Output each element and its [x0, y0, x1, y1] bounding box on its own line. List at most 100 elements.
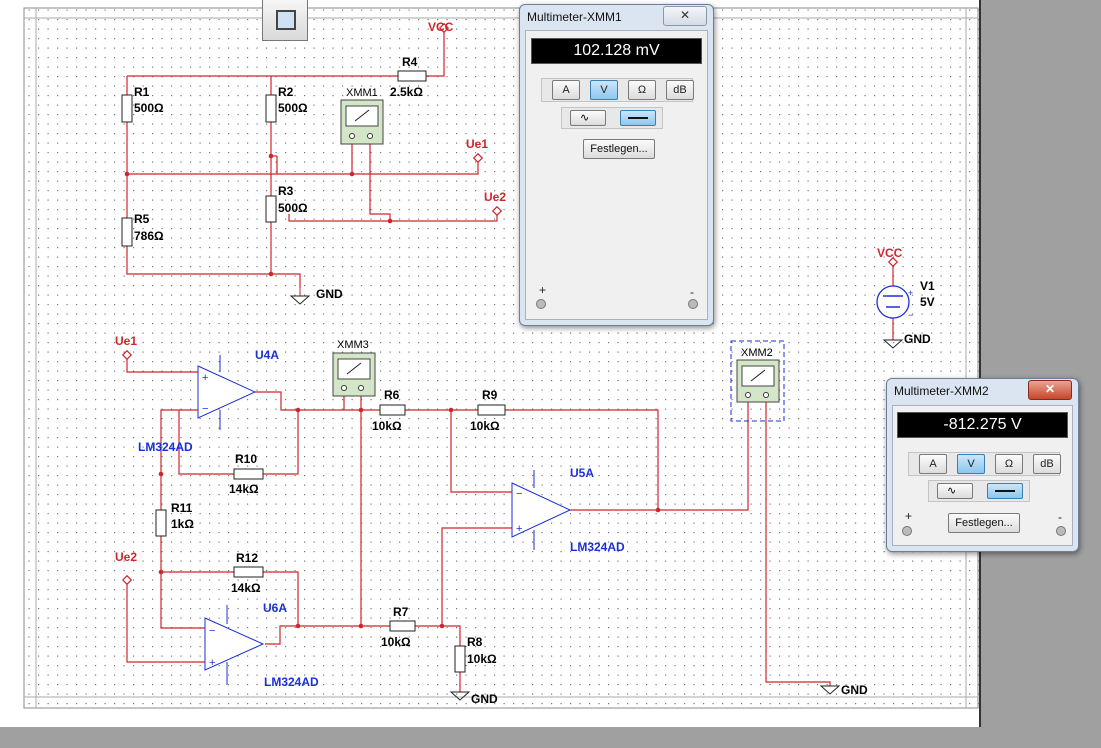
r1-name: R1 [134, 85, 150, 99]
sheet-border [23, 7, 979, 709]
xmm2-minus-terminal-label: - [1058, 510, 1062, 524]
resistor-r7 [389, 620, 416, 632]
gnd3-symbol [819, 685, 841, 695]
svg-text:−: − [202, 403, 208, 415]
svg-text:−: − [516, 488, 522, 500]
gnd4-label: GND [904, 332, 931, 346]
r9-name: R9 [482, 388, 498, 402]
gnd1-label: GND [316, 287, 343, 301]
ue2-left-label: Ue2 [115, 550, 137, 564]
xmm2-plus-terminal-label: + [905, 509, 913, 523]
window-toolbar-button[interactable] [262, 0, 308, 41]
xmm1-settings-button[interactable]: Festlegen... [583, 139, 655, 159]
xmm3-label: XMM3 [337, 339, 369, 351]
xmm1-reading-display: 102.128 mV [531, 38, 702, 64]
dc-line-icon [628, 117, 648, 119]
svg-text:+: + [202, 372, 208, 384]
r7-name: R7 [393, 605, 409, 619]
v1-value: 5V [920, 295, 935, 309]
xmm1-plus-jack[interactable] [536, 299, 546, 309]
xmm2-wave-group: ∿ [928, 480, 1030, 502]
r6-name: R6 [384, 388, 400, 402]
resistor-r6 [379, 404, 406, 416]
xmm1-panel: 102.128 mV A V Ω dB ∿ Festlegen... + - [525, 30, 708, 320]
xmm1-ohm-button[interactable]: Ω [628, 80, 656, 100]
svg-text:+: + [516, 523, 522, 535]
u5a-label: U5A [570, 466, 594, 480]
resistor-r1 [121, 94, 133, 123]
gnd2-symbol [449, 691, 471, 701]
xmm2-label: XMM2 [741, 347, 773, 359]
ue1-left-port [121, 349, 133, 361]
junctions [124, 153, 661, 629]
resistor-r12 [233, 566, 264, 578]
xmm2-selection [730, 340, 785, 422]
svg-text:−: − [908, 310, 913, 320]
vcc-right-label: VCC [877, 246, 903, 260]
r12-name: R12 [236, 551, 258, 565]
xmm2-minus-jack[interactable] [1056, 526, 1066, 536]
resistor-r10 [233, 468, 264, 480]
r11-value: 1kΩ [171, 517, 194, 531]
r5-name: R5 [134, 212, 150, 226]
xmm2-ohm-button[interactable]: Ω [995, 454, 1023, 474]
xmm1-minus-jack[interactable] [688, 299, 698, 309]
r11-name: R11 [171, 501, 193, 515]
xmm1-minus-terminal-label: - [690, 285, 694, 299]
xmm2-volt-button[interactable]: V [957, 454, 985, 474]
opamps[interactable] [197, 355, 572, 685]
svg-text:+: + [908, 288, 913, 298]
xmm2-window-title: Multimeter-XMM2 [894, 384, 989, 398]
r2-value: 500Ω [278, 101, 308, 115]
xmm1-window-title: Multimeter-XMM1 [527, 10, 622, 24]
xmm1-volt-button[interactable]: V [590, 80, 618, 100]
wires [126, 28, 894, 692]
svg-text:−: − [209, 625, 215, 637]
r1-value: 500Ω [134, 101, 164, 115]
r12-value: 14kΩ [231, 581, 261, 595]
xmm1-wave-group: ∿ [561, 107, 663, 129]
multimeter-xmm1-window[interactable]: Multimeter-XMM1 ✕ 102.128 mV A V Ω dB ∿ … [519, 4, 714, 326]
window-icon [276, 10, 296, 30]
resistor-r2 [265, 94, 277, 123]
xmm2-db-button[interactable]: dB [1033, 454, 1061, 474]
r5-value: 786Ω [134, 229, 164, 243]
ue2-top-label: Ue2 [484, 190, 506, 204]
svg-text:+: + [209, 657, 215, 669]
xmm1-ac-button[interactable]: ∿ [570, 110, 606, 126]
grid [24, 8, 980, 708]
xmm2-settings-button[interactable]: Festlegen... [948, 513, 1020, 533]
r9-value: 10kΩ [470, 419, 500, 433]
sine-wave-icon: ∿ [947, 485, 957, 497]
vcc-right-port [887, 256, 899, 268]
r10-value: 14kΩ [229, 482, 259, 496]
xmm2-close-button[interactable]: ✕ [1028, 380, 1072, 400]
r3-name: R3 [278, 184, 294, 198]
xmm1-ampere-button[interactable]: A [552, 80, 580, 100]
opamp-u6a [204, 617, 265, 671]
xmm2-reading-display: -812.275 V [897, 412, 1068, 438]
xmm2-plus-jack[interactable] [902, 526, 912, 536]
xmm2-dc-button[interactable] [987, 483, 1023, 499]
ue1-top-port [472, 152, 484, 164]
r8-name: R8 [467, 635, 483, 649]
xmm1-db-button[interactable]: dB [666, 80, 694, 100]
xmm1-mode-group: A V Ω dB [541, 78, 694, 102]
xmm2-ampere-button[interactable]: A [919, 454, 947, 474]
resistors[interactable] [121, 70, 506, 673]
gnd2-label: GND [471, 692, 498, 706]
ue2-top-port [491, 205, 503, 217]
voltage-source-v1[interactable]: + − [876, 285, 913, 320]
xmm1-dc-button[interactable] [620, 110, 656, 126]
xmm2-ac-button[interactable]: ∿ [937, 483, 973, 499]
resistor-r4 [397, 70, 427, 82]
resistor-r8 [454, 645, 466, 673]
xmm2-panel: -812.275 V A V Ω dB ∿ Festlegen... + - [892, 405, 1073, 546]
dc-line-icon [995, 490, 1015, 492]
r7-value: 10kΩ [381, 635, 411, 649]
r3-value: 500Ω [278, 201, 308, 215]
xmm1-close-button[interactable]: ✕ [663, 6, 707, 26]
multimeter-xmm2-window[interactable]: Multimeter-XMM2 ✕ -812.275 V A V Ω dB ∿ … [886, 378, 1079, 552]
vcc-top-port [438, 22, 450, 34]
